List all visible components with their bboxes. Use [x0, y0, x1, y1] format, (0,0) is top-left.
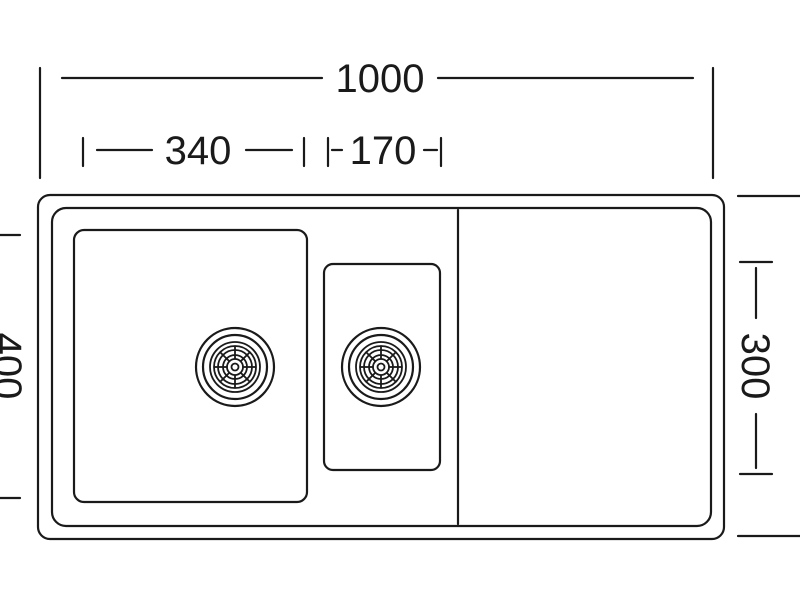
bowl-depth-label: 300: [733, 333, 777, 400]
overall-width-dimension: 1000: [38, 57, 715, 180]
small-bowl-width-dimension: 170: [326, 129, 443, 173]
sink-outer-rim: [36, 193, 726, 541]
main-bowl-outline: [72, 228, 309, 504]
sink-body: [36, 193, 726, 541]
left-depth-dimension: 400: [0, 233, 29, 500]
main-bowl-width-dimension: 340: [81, 129, 306, 173]
small-bowl-width-label: 170: [350, 129, 417, 173]
strainer-waste-icon: [340, 326, 422, 408]
overall-width-label: 1000: [336, 57, 425, 101]
main-bowl: [72, 228, 309, 504]
left-depth-label: 400: [0, 333, 29, 400]
strainer-waste-icon: [194, 326, 276, 408]
small-bowl: [322, 262, 442, 472]
main-bowl-width-label: 340: [165, 129, 232, 173]
bowl-depth-dimension: 300: [733, 260, 777, 476]
sink-inner-rim: [50, 206, 713, 528]
small-bowl-outline: [322, 262, 442, 472]
